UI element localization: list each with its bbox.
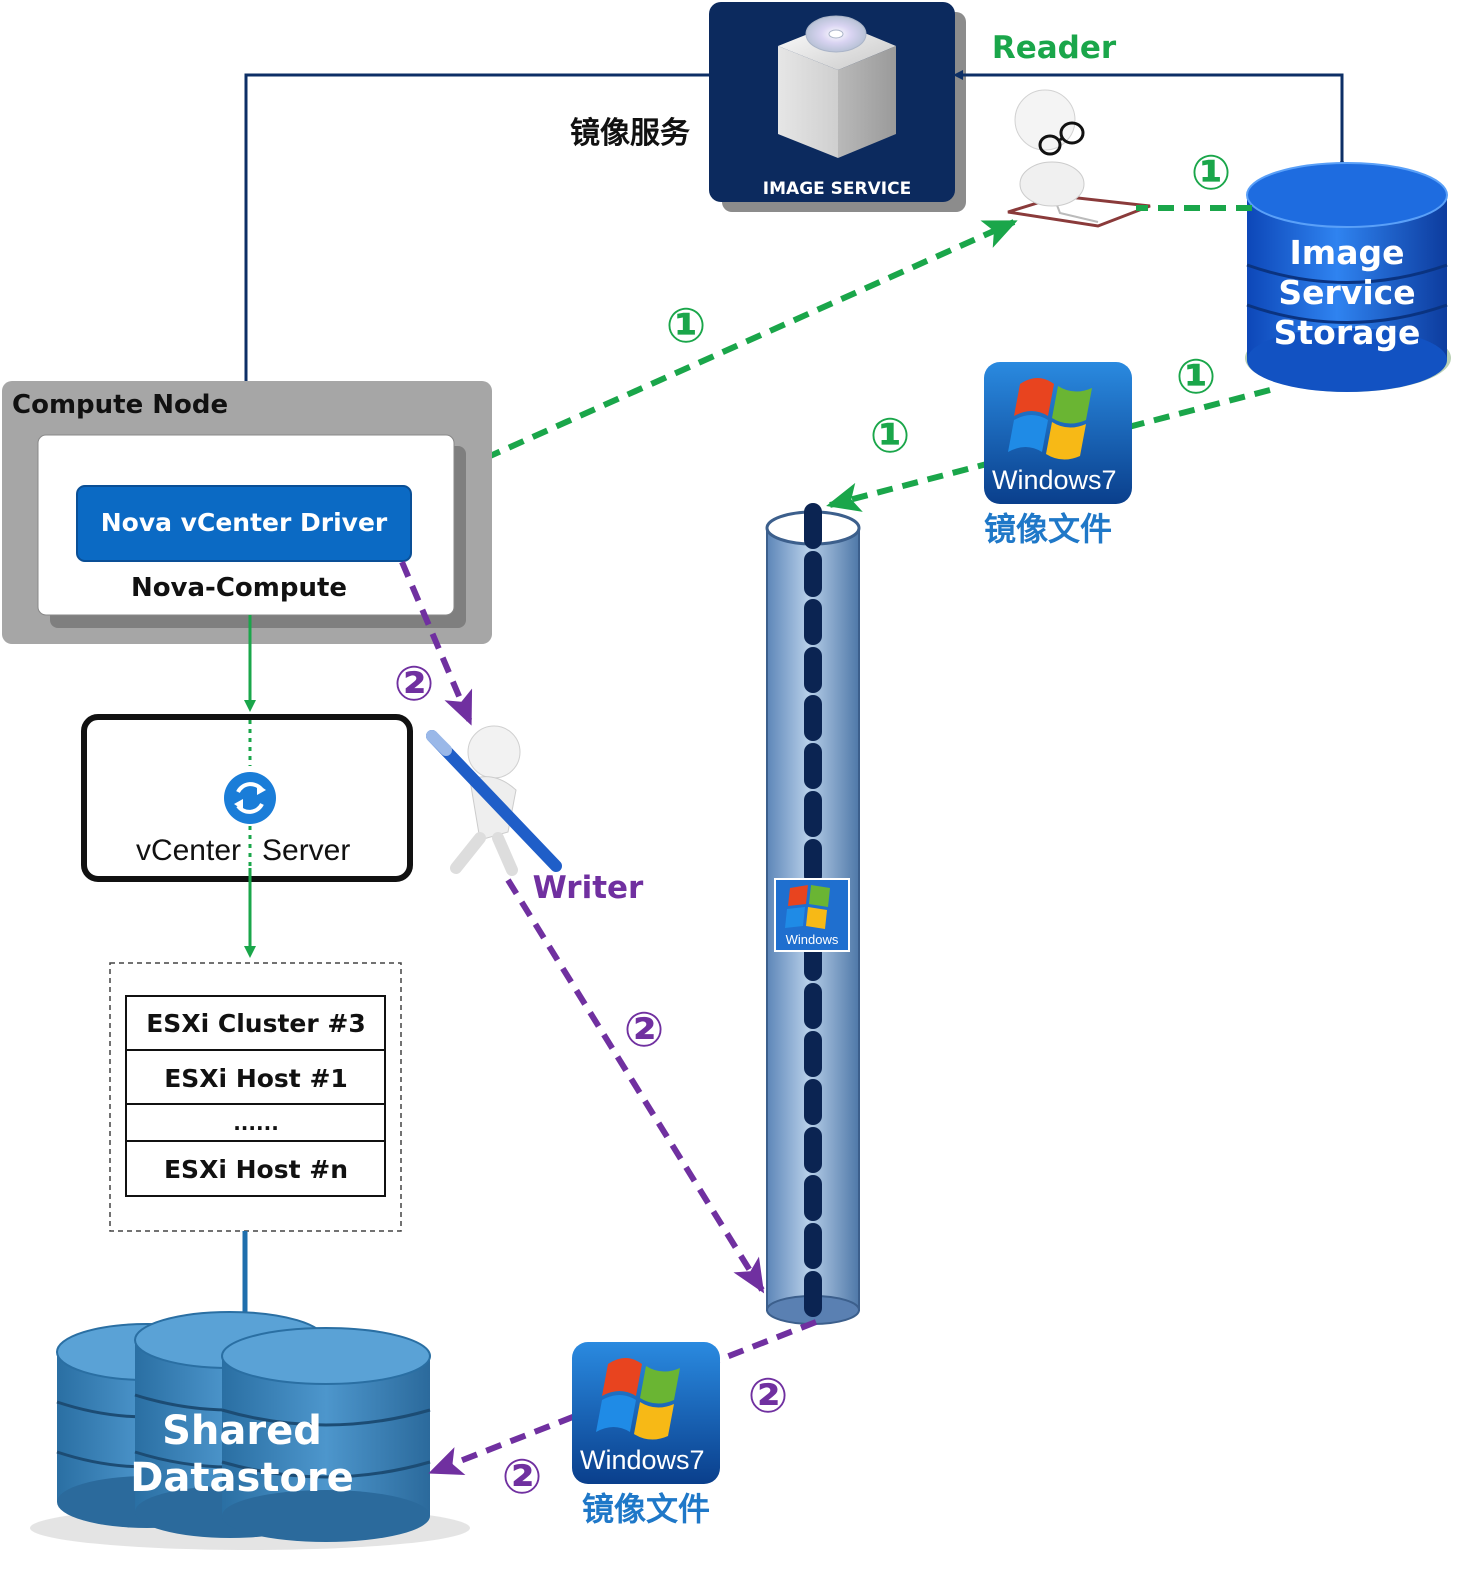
datastore-label-line2: Datastore	[130, 1455, 354, 1501]
nova-compute-label: Nova-Compute	[131, 573, 347, 603]
writer-label: Writer	[533, 870, 644, 906]
image-storage-connector	[953, 70, 1347, 168]
writer-to-pipe-flow	[505, 878, 765, 1294]
svg-text:①: ①	[870, 408, 911, 464]
transfer-pipe: Windows	[765, 503, 861, 1331]
pipe-to-datastore-flow	[428, 1319, 818, 1476]
compute-node-title: Compute Node	[12, 390, 228, 420]
esxi-cluster-group: ESXi Cluster #3 ESXi Host #1 ...... ESXi…	[109, 962, 402, 1232]
vcenter-label-right: Server	[262, 834, 350, 867]
sync-icon	[224, 772, 276, 824]
shared-datastore: Shared Datastore	[30, 1311, 470, 1550]
windows-file-caption-upper: 镜像文件	[984, 510, 1112, 548]
image-service-node: IMAGE SERVICE	[709, 2, 966, 212]
nova-vcenter-driver-label: Nova vCenter Driver	[101, 508, 388, 537]
svg-text:①: ①	[1176, 349, 1217, 405]
windows-logo-icon	[596, 1358, 680, 1440]
driver-to-reader-flow	[412, 219, 1018, 493]
svg-text:②: ②	[624, 1002, 665, 1058]
windows7-image-tile-lower: Windows7	[572, 1342, 720, 1484]
image-service-label: IMAGE SERVICE	[763, 179, 911, 199]
svg-text:②: ②	[502, 1449, 543, 1505]
writer-figure-icon	[426, 725, 562, 876]
storage-label-line2: Service	[1278, 273, 1415, 312]
esxi-row: ESXi Cluster #3	[146, 1009, 366, 1038]
svg-text:Windows: Windows	[786, 932, 839, 947]
esxi-row: ......	[233, 1111, 279, 1135]
svg-text:②: ②	[748, 1368, 789, 1424]
driver-to-writer-flow	[399, 560, 473, 726]
windows-brand-text: Windows7	[580, 1445, 705, 1475]
windows-file-caption-lower: 镜像文件	[582, 1490, 710, 1528]
svg-text:①: ①	[666, 298, 707, 354]
pipe-windows-logo-icon: Windows	[774, 878, 850, 952]
windows-brand-text: Windows7	[992, 465, 1117, 495]
step-marker-one: ① ① ① ①	[666, 145, 1232, 464]
image-service-cn-label: 镜像服务	[570, 116, 690, 151]
vcenter-label-left: vCenter	[136, 834, 241, 867]
windows7-image-tile-upper: Windows7	[984, 362, 1132, 504]
datastore-label-line1: Shared	[162, 1408, 322, 1454]
reader-figure-icon	[1007, 89, 1151, 228]
compute-node-container: Compute Node Nova vCenter Driver Nova-Co…	[2, 381, 492, 644]
reader-label: Reader	[992, 30, 1117, 66]
step-marker-two: ② ② ② ②	[394, 656, 789, 1505]
image-service-cube-icon	[778, 15, 896, 158]
svg-text:②: ②	[394, 656, 435, 712]
image-service-storage: Image Service Storage	[1245, 162, 1451, 392]
storage-label-line1: Image	[1290, 233, 1405, 272]
image-to-compute-connector	[241, 73, 709, 483]
storage-label-line3: Storage	[1274, 313, 1421, 352]
esxi-row: ESXi Host #1	[164, 1064, 348, 1093]
nova-vcenter-driver	[76, 485, 412, 562]
windows-logo-icon	[1008, 378, 1092, 460]
storage-to-pipe-flow	[826, 387, 1271, 512]
esxi-row: ESXi Host #n	[164, 1155, 348, 1184]
vcenter-server-node: vCenter Server	[81, 714, 413, 882]
svg-text:①: ①	[1191, 145, 1232, 201]
